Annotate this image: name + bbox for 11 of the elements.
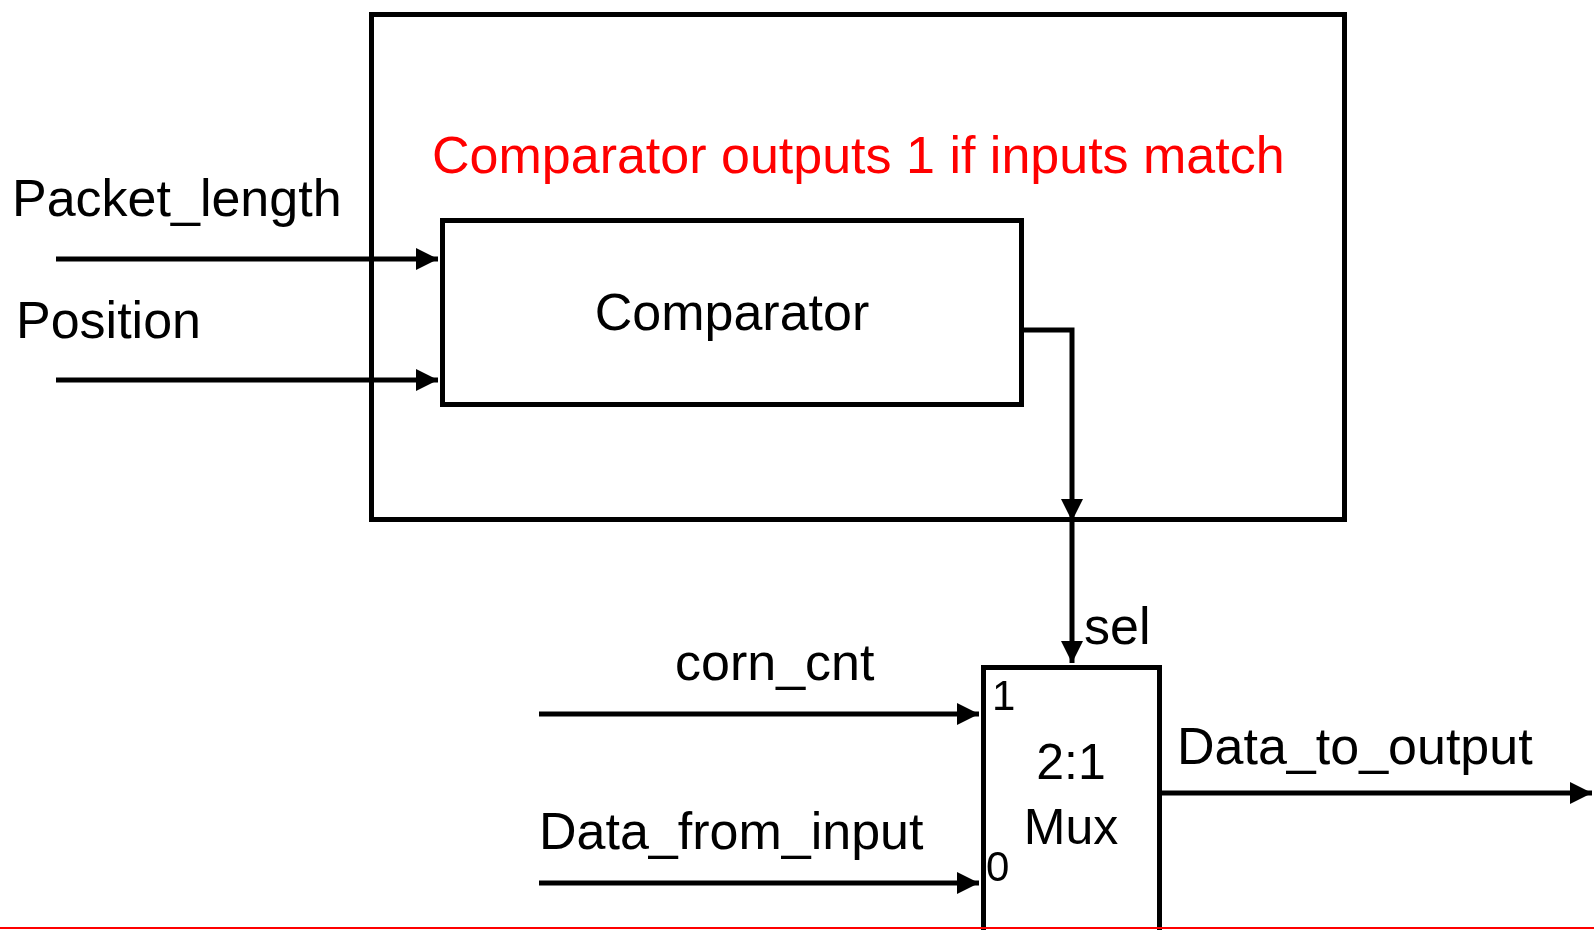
- signal-label: corn_cnt: [675, 636, 875, 688]
- signal-label: Position: [16, 294, 201, 346]
- pin-label: sel: [1084, 600, 1151, 652]
- comparator-box: [440, 218, 1024, 407]
- mux-box: [981, 665, 1162, 930]
- block-label: Comparator: [594, 281, 870, 343]
- block-label: 2:1 Mux: [1022, 733, 1120, 857]
- pin-label: 1: [992, 675, 1016, 717]
- note-text: Comparator outputs 1 if inputs match: [432, 125, 1285, 186]
- pin-label: 0: [986, 846, 1010, 888]
- enclosure-box: [369, 12, 1347, 522]
